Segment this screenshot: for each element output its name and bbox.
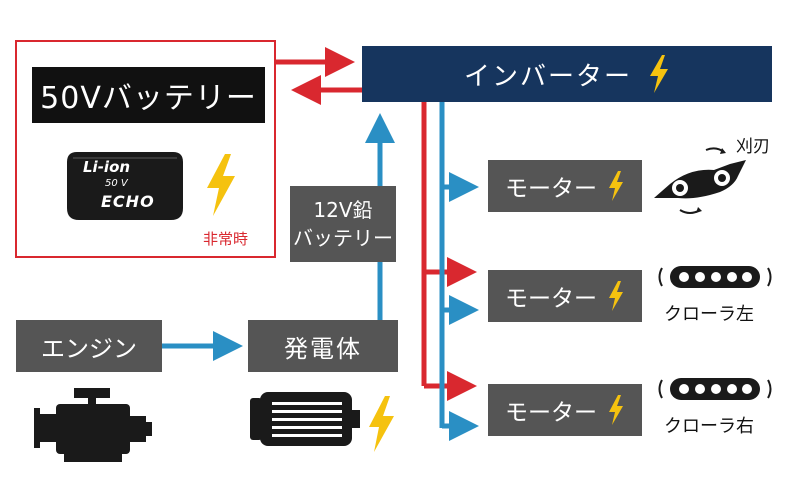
lightning-icon bbox=[609, 395, 623, 425]
lightning-icon bbox=[609, 281, 623, 311]
generator-icon bbox=[250, 392, 360, 446]
crawler-left-icon bbox=[658, 266, 772, 288]
lead-battery-12v-line2: バッテリー bbox=[293, 226, 393, 250]
motor-label-1: モーター bbox=[505, 176, 597, 202]
crawler-left-label: クローラ左 bbox=[664, 304, 754, 325]
motor-box-3: モーター bbox=[488, 384, 642, 436]
lightning-icon bbox=[609, 171, 623, 201]
inverter-box: インバーター bbox=[362, 46, 772, 102]
crawler-right-icon bbox=[658, 378, 772, 400]
lightning-icon bbox=[369, 396, 394, 452]
battery-50v-title: 50Vバッテリー bbox=[32, 67, 265, 123]
crawler-right-label: クローラ右 bbox=[664, 416, 754, 437]
blade-label: 刈刃 bbox=[736, 137, 770, 157]
generator-label: 発電体 bbox=[284, 334, 362, 363]
lead-battery-12v-box: 12V鉛 バッテリー bbox=[290, 186, 396, 262]
battery-pack-icon: Li-ion 50 V ECHO bbox=[63, 148, 187, 224]
blade-icon bbox=[654, 147, 746, 214]
engine-label: エンジン bbox=[41, 334, 137, 363]
battery-brand-logo: ECHO bbox=[101, 192, 155, 211]
engine-icon bbox=[34, 388, 152, 462]
motor-box-1: モーター bbox=[488, 160, 642, 212]
battery-li-ion-text: Li-ion bbox=[83, 158, 131, 176]
battery-50v-panel: 50Vバッテリー Li-ion 50 V ECHO 非常時 bbox=[15, 40, 276, 258]
lead-battery-12v-line1: 12V鉛 bbox=[313, 198, 373, 222]
motor-label-2: モーター bbox=[505, 286, 597, 312]
inverter-label: インバーター bbox=[463, 61, 632, 92]
battery-volt-text: 50 V bbox=[105, 178, 128, 189]
lightning-icon bbox=[207, 154, 235, 216]
motor-label-3: モーター bbox=[505, 400, 597, 426]
lightning-icon bbox=[650, 55, 668, 93]
engine-box: エンジン bbox=[16, 320, 162, 372]
motor-box-2: モーター bbox=[488, 270, 642, 322]
emergency-caption: 非常時 bbox=[203, 230, 249, 248]
generator-box: 発電体 bbox=[248, 320, 398, 372]
